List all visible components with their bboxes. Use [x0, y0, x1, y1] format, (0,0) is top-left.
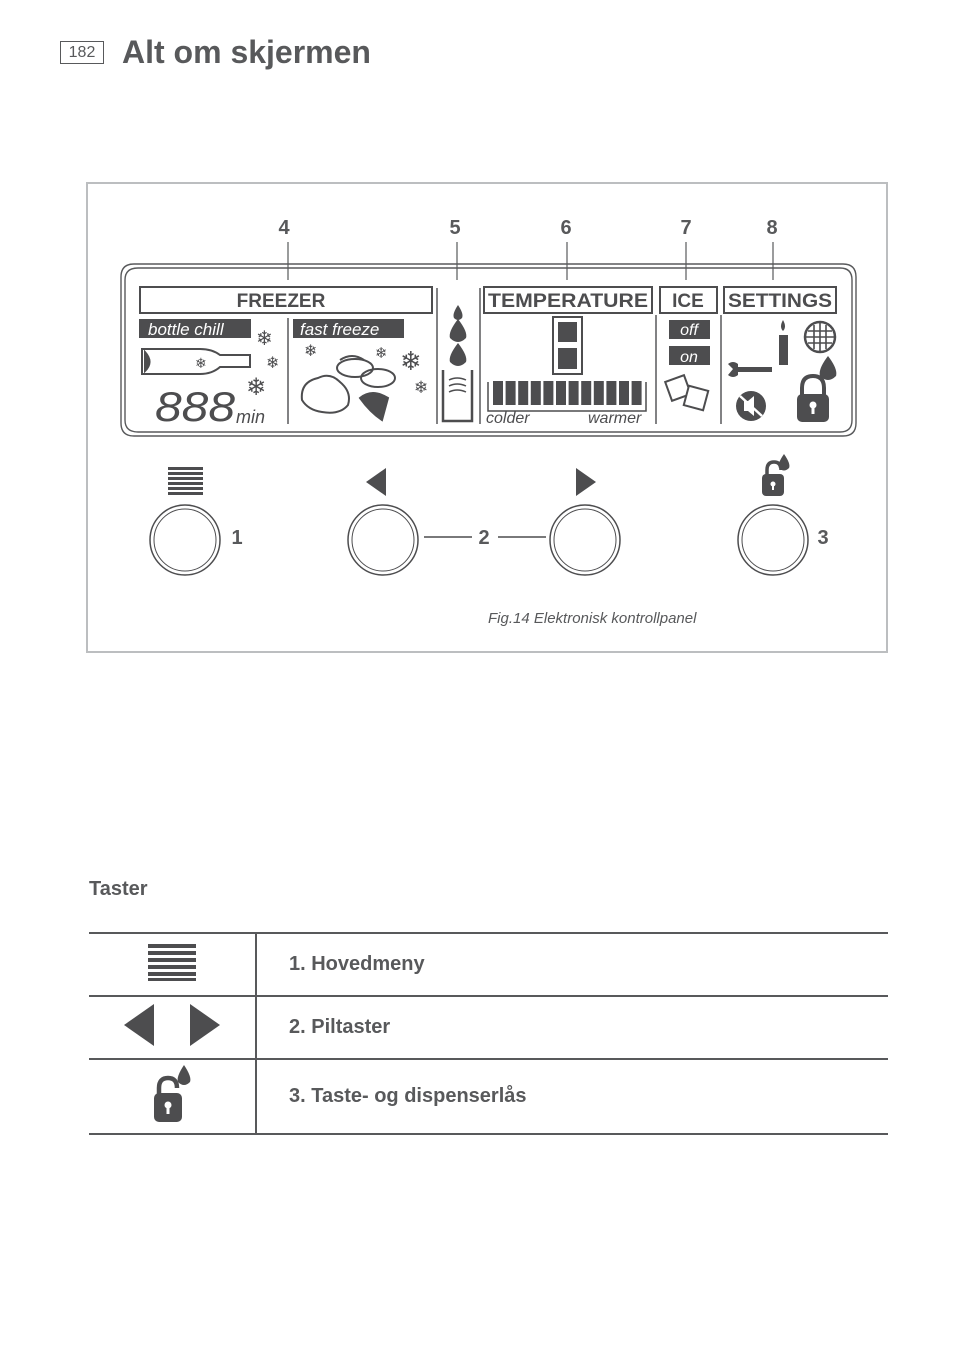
snowflake-icon: ❄ — [304, 341, 317, 360]
snowflake-icons: ❄ ❄ ❄ ❄ ❄ ❄ ❄ ❄ — [195, 326, 428, 401]
key-icon-cell — [89, 932, 257, 997]
snowflake-icon: ❄ — [400, 347, 422, 377]
mute-alarm-icon — [736, 391, 766, 421]
freezer-label: FREEZER — [237, 291, 326, 312]
menu-button[interactable] — [149, 504, 221, 576]
water-dispenser-icon — [441, 305, 474, 423]
callout-4: 4 — [278, 217, 290, 239]
key-icon-cell — [89, 995, 257, 1060]
bottle-chill-label: bottle chill — [148, 320, 225, 339]
lock-drop-icon — [762, 454, 790, 496]
menu-lines-icon — [168, 467, 203, 495]
page-number: 182 — [60, 41, 104, 64]
colder-label: colder — [486, 410, 530, 427]
table-row: 2. Piltaster — [89, 995, 888, 1060]
temperature-segment — [606, 381, 617, 405]
keys-table: 1. Hovedmeny 2. Piltaster 3. Taste- og d… — [89, 932, 888, 1135]
ice-on-tag — [669, 346, 710, 365]
temperature-header-box — [483, 286, 653, 314]
right-arrow-button[interactable] — [549, 504, 621, 576]
key-icon-cell — [89, 1058, 257, 1135]
arrow-keys-icon — [124, 1004, 220, 1046]
table-row: 1. Hovedmeny — [89, 932, 888, 997]
water-drop-icon — [819, 356, 837, 380]
snowflake-icon: ❄ — [195, 356, 207, 372]
snowflake-icon: ❄ — [246, 373, 266, 401]
wrench-icon — [728, 362, 772, 377]
food-icon — [300, 355, 396, 422]
ice-on-label: on — [680, 349, 698, 366]
temperature-segment — [543, 381, 554, 405]
ice-header-box — [659, 286, 718, 314]
temperature-segment — [505, 381, 516, 405]
temperature-segment — [518, 381, 529, 405]
ice-label: ICE — [672, 291, 704, 312]
ice-cubes-icon — [663, 373, 710, 412]
figure-caption: Fig.14 Elektronisk kontrollpanel — [488, 610, 697, 627]
key-label: 2. Piltaster — [256, 995, 888, 1060]
button-number-1: 1 — [231, 527, 242, 549]
menu-lines-icon — [148, 944, 196, 981]
temperature-segment — [619, 381, 629, 405]
temperature-segment — [556, 381, 566, 405]
filter-mesh-icon — [803, 320, 837, 354]
temperature-segment — [581, 381, 592, 405]
control-panel-figure: 4 5 6 7 8 FREEZER bottle chill ❄ ❄ ❄ ❄ — [120, 217, 857, 576]
snowflake-icon: ❄ — [375, 344, 388, 362]
table-row: 3. Taste- og dispenserlås — [89, 1058, 888, 1135]
arrow-left-icon — [366, 468, 386, 496]
left-arrow-button[interactable] — [347, 504, 419, 576]
freezer-header-box — [139, 286, 433, 314]
button-number-3: 3 — [817, 527, 828, 549]
section-heading: Taster — [89, 878, 148, 900]
arrow-right-icon — [576, 468, 596, 496]
button-number-2: 2 — [478, 527, 489, 549]
temperature-segment — [593, 381, 604, 405]
fridge-icon — [552, 316, 583, 375]
settings-label: SETTINGS — [728, 291, 832, 312]
callout-7: 7 — [680, 217, 691, 239]
temperature-segment — [493, 381, 503, 405]
fast-freeze-label: fast freeze — [300, 320, 379, 339]
snowflake-icon: ❄ — [414, 378, 428, 398]
settings-header-box — [723, 286, 837, 314]
callout-5: 5 — [449, 217, 460, 239]
lcd-dividers — [287, 288, 722, 424]
callout-lines — [287, 242, 774, 280]
temperature-segment — [568, 381, 579, 405]
callout-6: 6 — [560, 217, 571, 239]
temperature-label: TEMPERATURE — [488, 291, 648, 312]
figure-frame — [86, 182, 888, 653]
temperature-scale — [493, 381, 642, 405]
key-label: 3. Taste- og dispenserlås — [256, 1058, 888, 1135]
fast-freeze-tag — [293, 319, 404, 338]
bottle-chill-tag — [139, 319, 251, 338]
ice-off-label: off — [680, 322, 699, 339]
snowflake-icon: ❄ — [266, 353, 279, 372]
ice-off-tag — [669, 320, 710, 339]
temperature-segment — [631, 381, 642, 405]
snowflake-icon: ❄ — [256, 326, 273, 350]
temperature-scale-frame — [487, 382, 647, 412]
warmer-label: warmer — [588, 410, 642, 427]
bottle-icon — [141, 348, 251, 375]
timer-digits: 888 — [155, 383, 236, 430]
lock-button[interactable] — [737, 504, 809, 576]
page-title: Alt om skjermen — [122, 34, 371, 70]
key-label: 1. Hovedmeny — [256, 932, 888, 997]
temperature-segment — [530, 381, 541, 405]
lock-icon — [797, 373, 829, 422]
lcd-display — [120, 263, 857, 437]
filter-light-icon — [779, 320, 788, 365]
lock-drop-icon — [154, 1065, 191, 1122]
min-label: min — [236, 407, 265, 427]
callout-8: 8 — [766, 217, 777, 239]
